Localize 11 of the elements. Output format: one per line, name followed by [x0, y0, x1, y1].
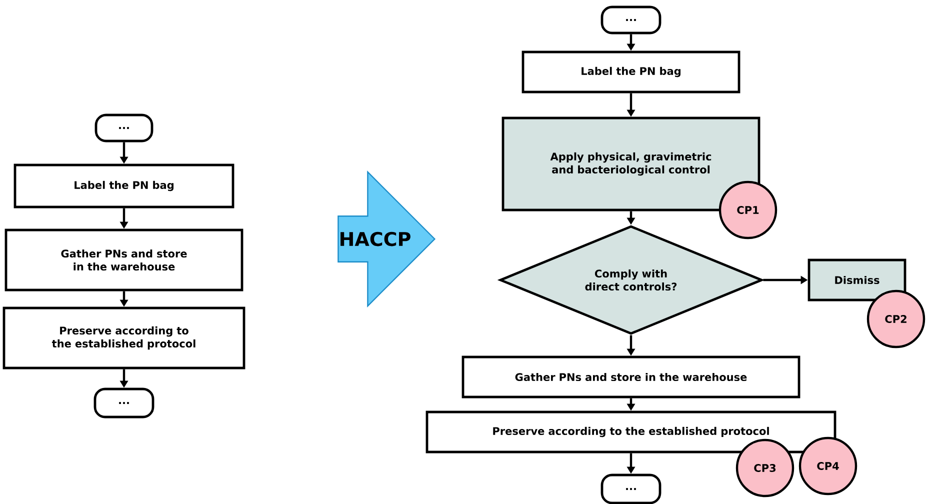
process-box: Gather PNs and store in the warehouse [4, 228, 244, 292]
process-box: Preserve according to the established protocol [2, 306, 246, 370]
terminator: ... [94, 114, 154, 142]
process-box: Label the PN bag [522, 50, 740, 94]
terminator: ... [600, 474, 662, 504]
terminator: ... [600, 6, 662, 34]
terminator: ... [94, 388, 154, 418]
process-box: Dismiss [808, 258, 906, 302]
process-box: Preserve according to the established protocol [426, 410, 836, 454]
process-box: Label the PN bag [14, 164, 234, 208]
process-box: Gather PNs and store in the warehouse [462, 356, 800, 398]
